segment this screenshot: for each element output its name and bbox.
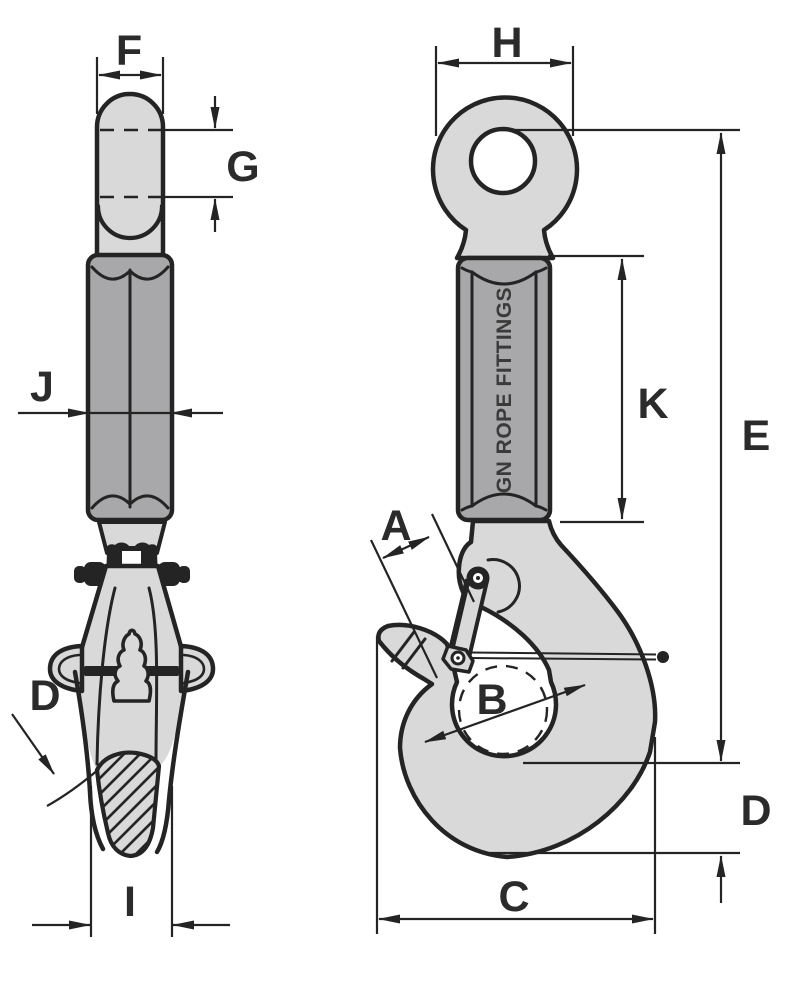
side-view [47, 91, 216, 859]
dim-label-f: F [116, 27, 142, 75]
body-inner-line-right [147, 586, 159, 764]
bowl-outer-right-side [154, 669, 191, 855]
eye-hole [468, 126, 538, 196]
dim-C: C [375, 636, 657, 934]
clamp-nut-right [178, 566, 190, 583]
clamp-nut-left [74, 566, 86, 583]
dim-label-j: J [30, 363, 54, 411]
eye-side-profile [94, 91, 166, 260]
dim-D-front: D [490, 761, 772, 903]
dim-label-k: K [637, 380, 668, 428]
dim-I: I [32, 786, 230, 937]
dim-label-h: H [491, 19, 522, 67]
dim-B: B [424, 664, 586, 756]
shank-side-bottom-chamfer [90, 494, 170, 510]
dim-K: K [548, 254, 669, 524]
brand-text: GN ROPE FITTINGS [493, 287, 516, 493]
dim-label-d-side: D [29, 672, 60, 720]
ear-right [178, 643, 216, 694]
ear-right-inner [182, 653, 206, 685]
hook-tip-side [110, 628, 153, 703]
dim-F: F [95, 27, 165, 114]
ear-left-inner [57, 653, 81, 685]
dimension-annotations: F G H J K [11, 19, 772, 937]
dim-D-side: D [11, 672, 100, 807]
latch-boss-arc [486, 558, 521, 614]
hook-body-front [376, 518, 658, 860]
dim-J: J [18, 363, 223, 418]
dim-label-d-front: D [740, 787, 771, 835]
rod-end-ball [657, 651, 669, 663]
hook-lower-side-fill [75, 670, 188, 770]
body-inner-line-left [95, 586, 117, 766]
latch-pivot-center [476, 576, 480, 580]
shank-side-top-chamfer [90, 265, 170, 281]
dim-label-b: B [476, 676, 507, 724]
latch-spring-rod [469, 651, 657, 661]
latch-foot-pin [456, 656, 460, 660]
dim-G: G [100, 96, 260, 232]
dim-H: H [434, 19, 575, 136]
dim-label-e: E [742, 412, 771, 460]
dim-label-i: I [124, 878, 136, 926]
ear-left [47, 643, 85, 694]
shank-front [455, 255, 553, 523]
dim-label-a: A [380, 502, 411, 550]
dim-A: A [370, 502, 475, 679]
shank-front-bottom-chamfer [460, 492, 548, 512]
eye-side-bottom-arc [95, 203, 165, 241]
bowl-outer-left-side [72, 669, 106, 852]
dim-E: E [500, 128, 771, 762]
front-view: GN ROPE FITTINGS [376, 95, 669, 860]
latch-strip-inner-line [447, 578, 468, 653]
safety-latch [441, 566, 669, 674]
dim-label-g: G [226, 143, 259, 191]
shank-front-top-chamfer [460, 266, 548, 286]
shank-front-facets [470, 270, 538, 508]
dim-label-c: C [498, 873, 529, 921]
